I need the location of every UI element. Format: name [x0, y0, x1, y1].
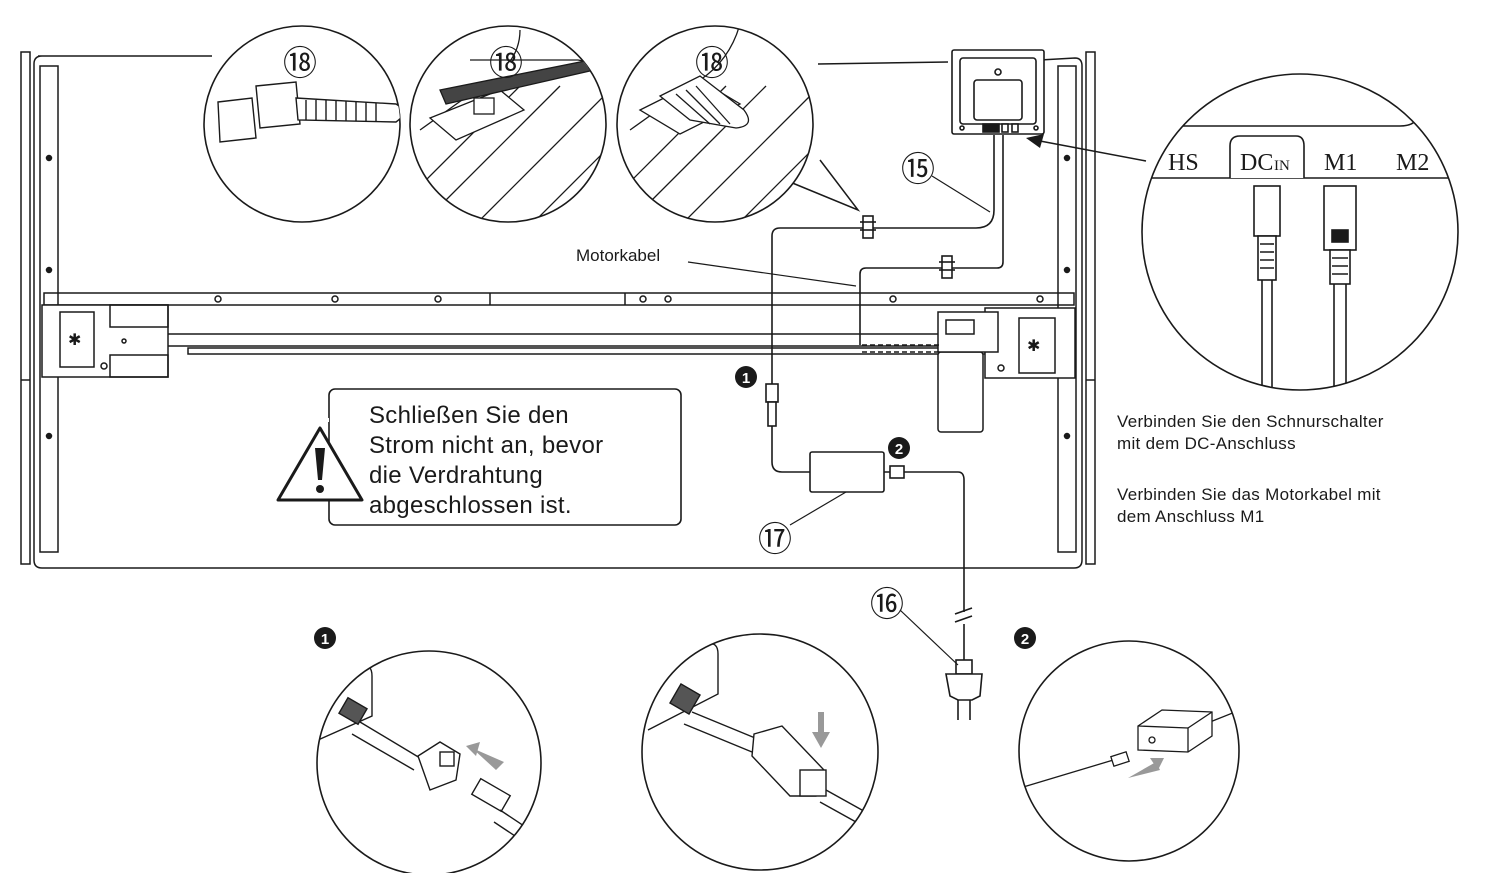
callout-16-power-plug: ⑯ [870, 586, 904, 624]
warning-triangle-icon [276, 426, 364, 502]
port-label-m2: M2 [1396, 150, 1429, 176]
warning-box [276, 388, 682, 526]
step-marker-2-detail: 2 [1014, 627, 1036, 649]
detail-callout-tail [789, 159, 861, 212]
m1-note-line-1: Verbinden Sie das Motorkabel mit [1117, 485, 1381, 504]
svg-text:1: 1 [321, 631, 329, 648]
motor-cable-label: Motorkabel [576, 246, 660, 265]
cable-routing [687, 135, 1004, 720]
warning-message: Schließen Sie den Strom nicht an, bevor … [369, 401, 669, 521]
tie-detail-circle-3 [616, 25, 814, 223]
callout-17-power-supply: ⑰ [758, 521, 792, 559]
callout-18-tie-a: ⑱ [283, 45, 317, 83]
dc-connection-note: Verbinden Sie den Schnurschalter mit dem… [1117, 411, 1384, 455]
port-label-dc-in: IN [1274, 158, 1290, 174]
port-label-hs: HS [1168, 150, 1199, 176]
callout-18-tie-c: ⑱ [695, 45, 729, 83]
warning-line-1: Schließen Sie den [369, 402, 569, 429]
connector-detail-circle-1 [316, 650, 542, 873]
desk-frame: ✱ ✱ [20, 51, 1096, 569]
control-box [951, 49, 1045, 135]
step-marker-1-detail: 1 [314, 627, 336, 649]
step-marker-2-diagram: 2 [888, 437, 910, 459]
warning-line-2: Strom nicht an, bevor [369, 432, 604, 459]
tie-detail-circle-2 [409, 25, 607, 223]
svg-text:✱: ✱ [68, 332, 81, 349]
port-pointer-arrow [1026, 134, 1147, 162]
svg-text:2: 2 [1021, 631, 1029, 648]
port-label-m1: M1 [1324, 150, 1357, 176]
svg-text:2: 2 [895, 441, 903, 458]
step-marker-1-diagram: 1 [735, 366, 757, 388]
warning-line-4: abgeschlossen ist. [369, 492, 572, 519]
warning-line-3: die Verdrahtung [369, 462, 543, 489]
m1-note-line-2: dem Anschluss M1 [1117, 507, 1265, 526]
dc-note-line-2: mit dem DC-Anschluss [1117, 434, 1296, 453]
tie-detail-circle-1 [203, 25, 401, 223]
svg-text:✱: ✱ [1027, 338, 1040, 355]
port-detail-circle: HS DC IN M1 M2 [1141, 73, 1459, 391]
dc-note-line-1: Verbinden Sie den Schnurschalter [1117, 412, 1384, 431]
callout-15-controller-cable: ⑮ [901, 151, 935, 189]
m1-connection-note: Verbinden Sie das Motorkabel mit dem Ans… [1117, 484, 1381, 528]
port-label-dc: DC [1240, 150, 1273, 176]
svg-text:1: 1 [742, 370, 750, 387]
connector-detail-circle-2 [641, 633, 879, 871]
callout-18-tie-b: ⑱ [489, 45, 523, 83]
connector-detail-circle-3 [1018, 640, 1240, 862]
